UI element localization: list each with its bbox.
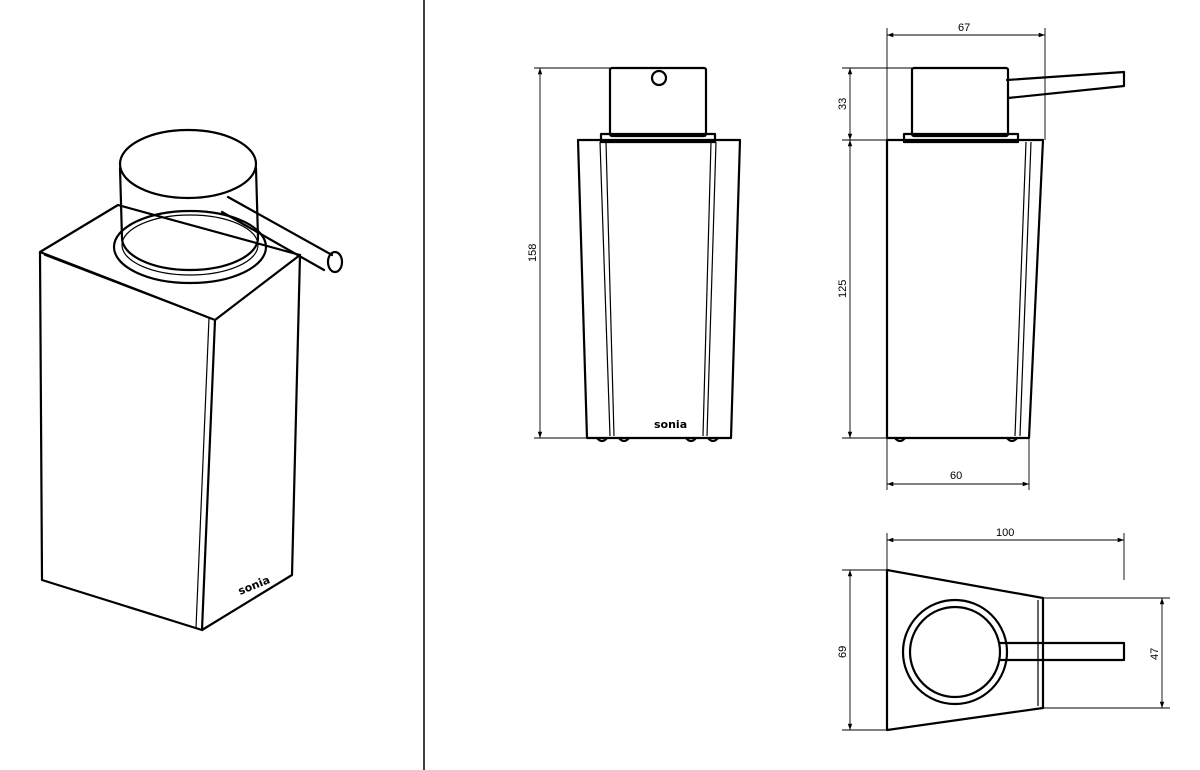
dim-label-47: 47 <box>1149 648 1161 660</box>
dim-body-height: 125 <box>837 140 887 439</box>
dim-label-33: 33 <box>837 98 849 110</box>
dim-pump-height: 33 <box>837 67 912 141</box>
dim-label-67: 67 <box>958 22 970 34</box>
isometric-view: sonia <box>38 128 344 632</box>
dim-label-125: 125 <box>837 280 849 298</box>
plan-view <box>885 568 1126 732</box>
dim-top-width: 67 <box>886 22 1046 140</box>
dim-base-width: 60 <box>886 438 1030 490</box>
side-view <box>885 66 1126 443</box>
dim-label-69: 69 <box>837 646 849 658</box>
dim-label-100: 100 <box>996 527 1014 539</box>
front-feet <box>595 436 720 443</box>
dim-label-158: 158 <box>527 244 539 262</box>
front-view: sonia <box>576 66 742 443</box>
front-brand-logo: sonia <box>654 418 687 431</box>
dim-label-60: 60 <box>950 470 962 482</box>
dim-total-height: 158 <box>527 67 610 439</box>
dim-plan-length: 100 <box>886 527 1125 580</box>
dim-plan-short-depth: 47 <box>1043 597 1170 709</box>
iso-brand-logo: sonia <box>236 573 272 597</box>
dim-plan-depth: 69 <box>837 569 887 731</box>
